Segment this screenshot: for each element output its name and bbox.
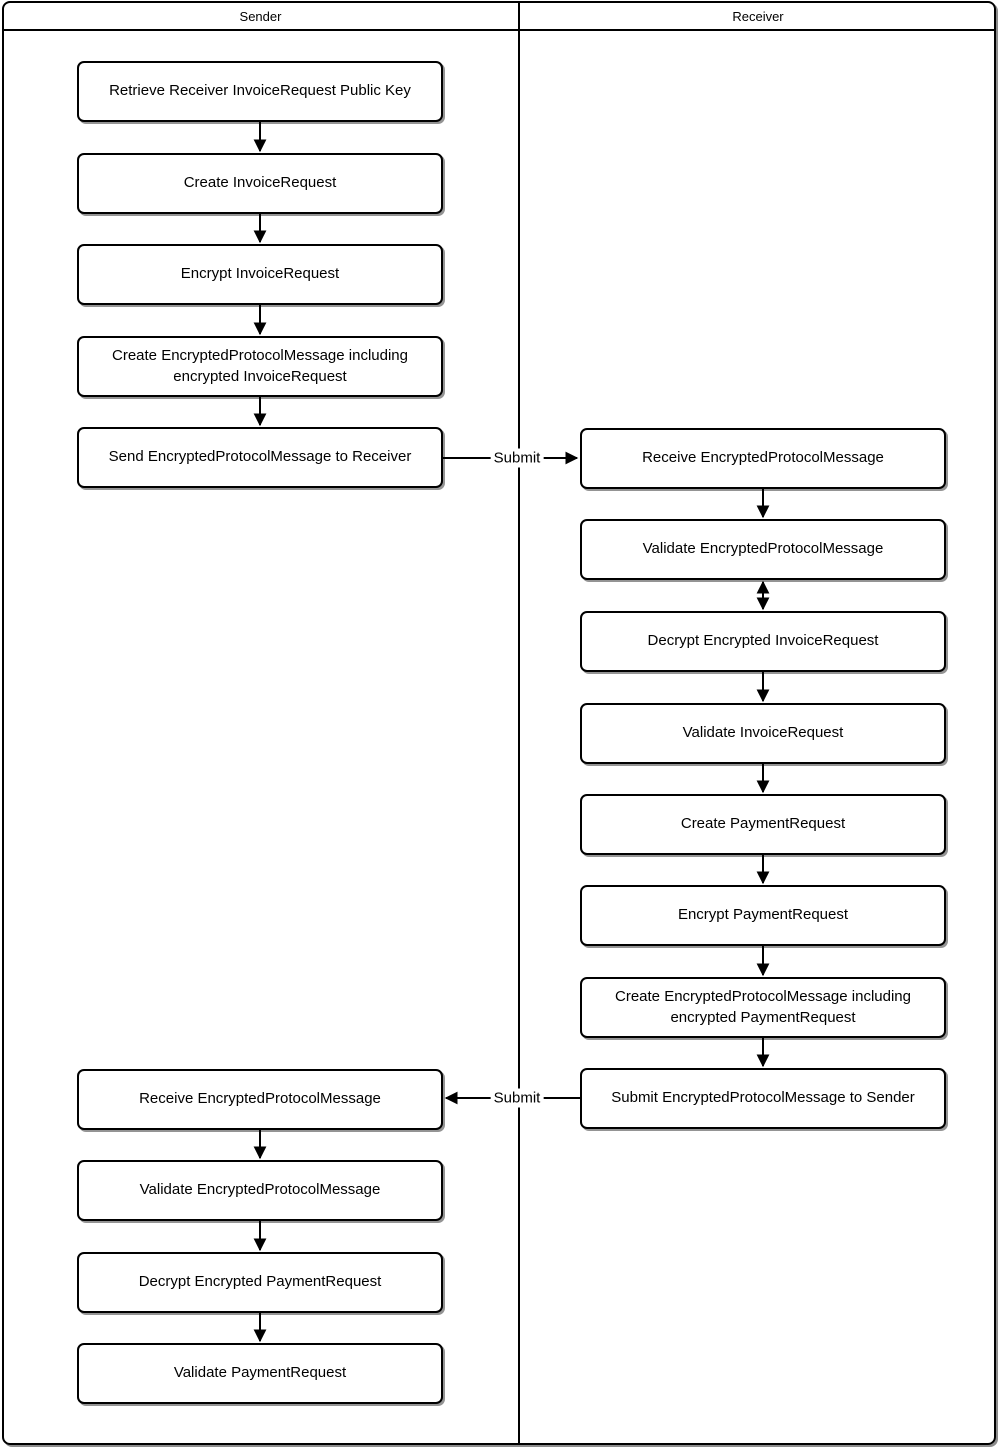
node-receiver-validate-encryptedprotocolmessage: Validate EncryptedProtocolMessage xyxy=(580,519,946,580)
node-create-paymentrequest: Create PaymentRequest xyxy=(580,794,946,855)
node-decrypt-encrypted-invoicerequest: Decrypt Encrypted InvoiceRequest xyxy=(580,611,946,672)
lane-title-sender: Sender xyxy=(239,8,282,24)
lane-title-receiver: Receiver xyxy=(732,8,784,24)
lane-header-divider xyxy=(3,29,995,31)
node-create-encryptedprotocolmessage-including-encrypted-paymentrequest: Create EncryptedProtocolMessage includin… xyxy=(580,977,946,1038)
node-sender-receive-encryptedprotocolmessage: Receive EncryptedProtocolMessage xyxy=(77,1069,443,1130)
edge-label-submit-top: Submit xyxy=(490,448,544,468)
node-encrypt-invoicerequest: Encrypt InvoiceRequest xyxy=(77,244,443,305)
node-sender-validate-encryptedprotocolmessage: Validate EncryptedProtocolMessage xyxy=(77,1160,443,1221)
node-send-encryptedprotocolmessage-to-receiver: Send EncryptedProtocolMessage to Receive… xyxy=(77,427,443,488)
edge-label-submit-bottom: Submit xyxy=(490,1088,544,1108)
node-encrypt-paymentrequest: Encrypt PaymentRequest xyxy=(580,885,946,946)
node-decrypt-encrypted-paymentrequest: Decrypt Encrypted PaymentRequest xyxy=(77,1252,443,1313)
lane-divider xyxy=(518,2,520,1444)
node-create-encryptedprotocolmessage-including-encrypted-invoicerequest: Create EncryptedProtocolMessage includin… xyxy=(77,336,443,397)
node-validate-invoicerequest: Validate InvoiceRequest xyxy=(580,703,946,764)
node-receiver-receive-encryptedprotocolmessage: Receive EncryptedProtocolMessage xyxy=(580,428,946,489)
node-create-invoicerequest: Create InvoiceRequest xyxy=(77,153,443,214)
node-retrieve-receiver-invoicerequest-public-key: Retrieve Receiver InvoiceRequest Public … xyxy=(77,61,443,122)
node-validate-paymentrequest: Validate PaymentRequest xyxy=(77,1343,443,1404)
node-submit-encryptedprotocolmessage-to-sender: Submit EncryptedProtocolMessage to Sende… xyxy=(580,1068,946,1129)
